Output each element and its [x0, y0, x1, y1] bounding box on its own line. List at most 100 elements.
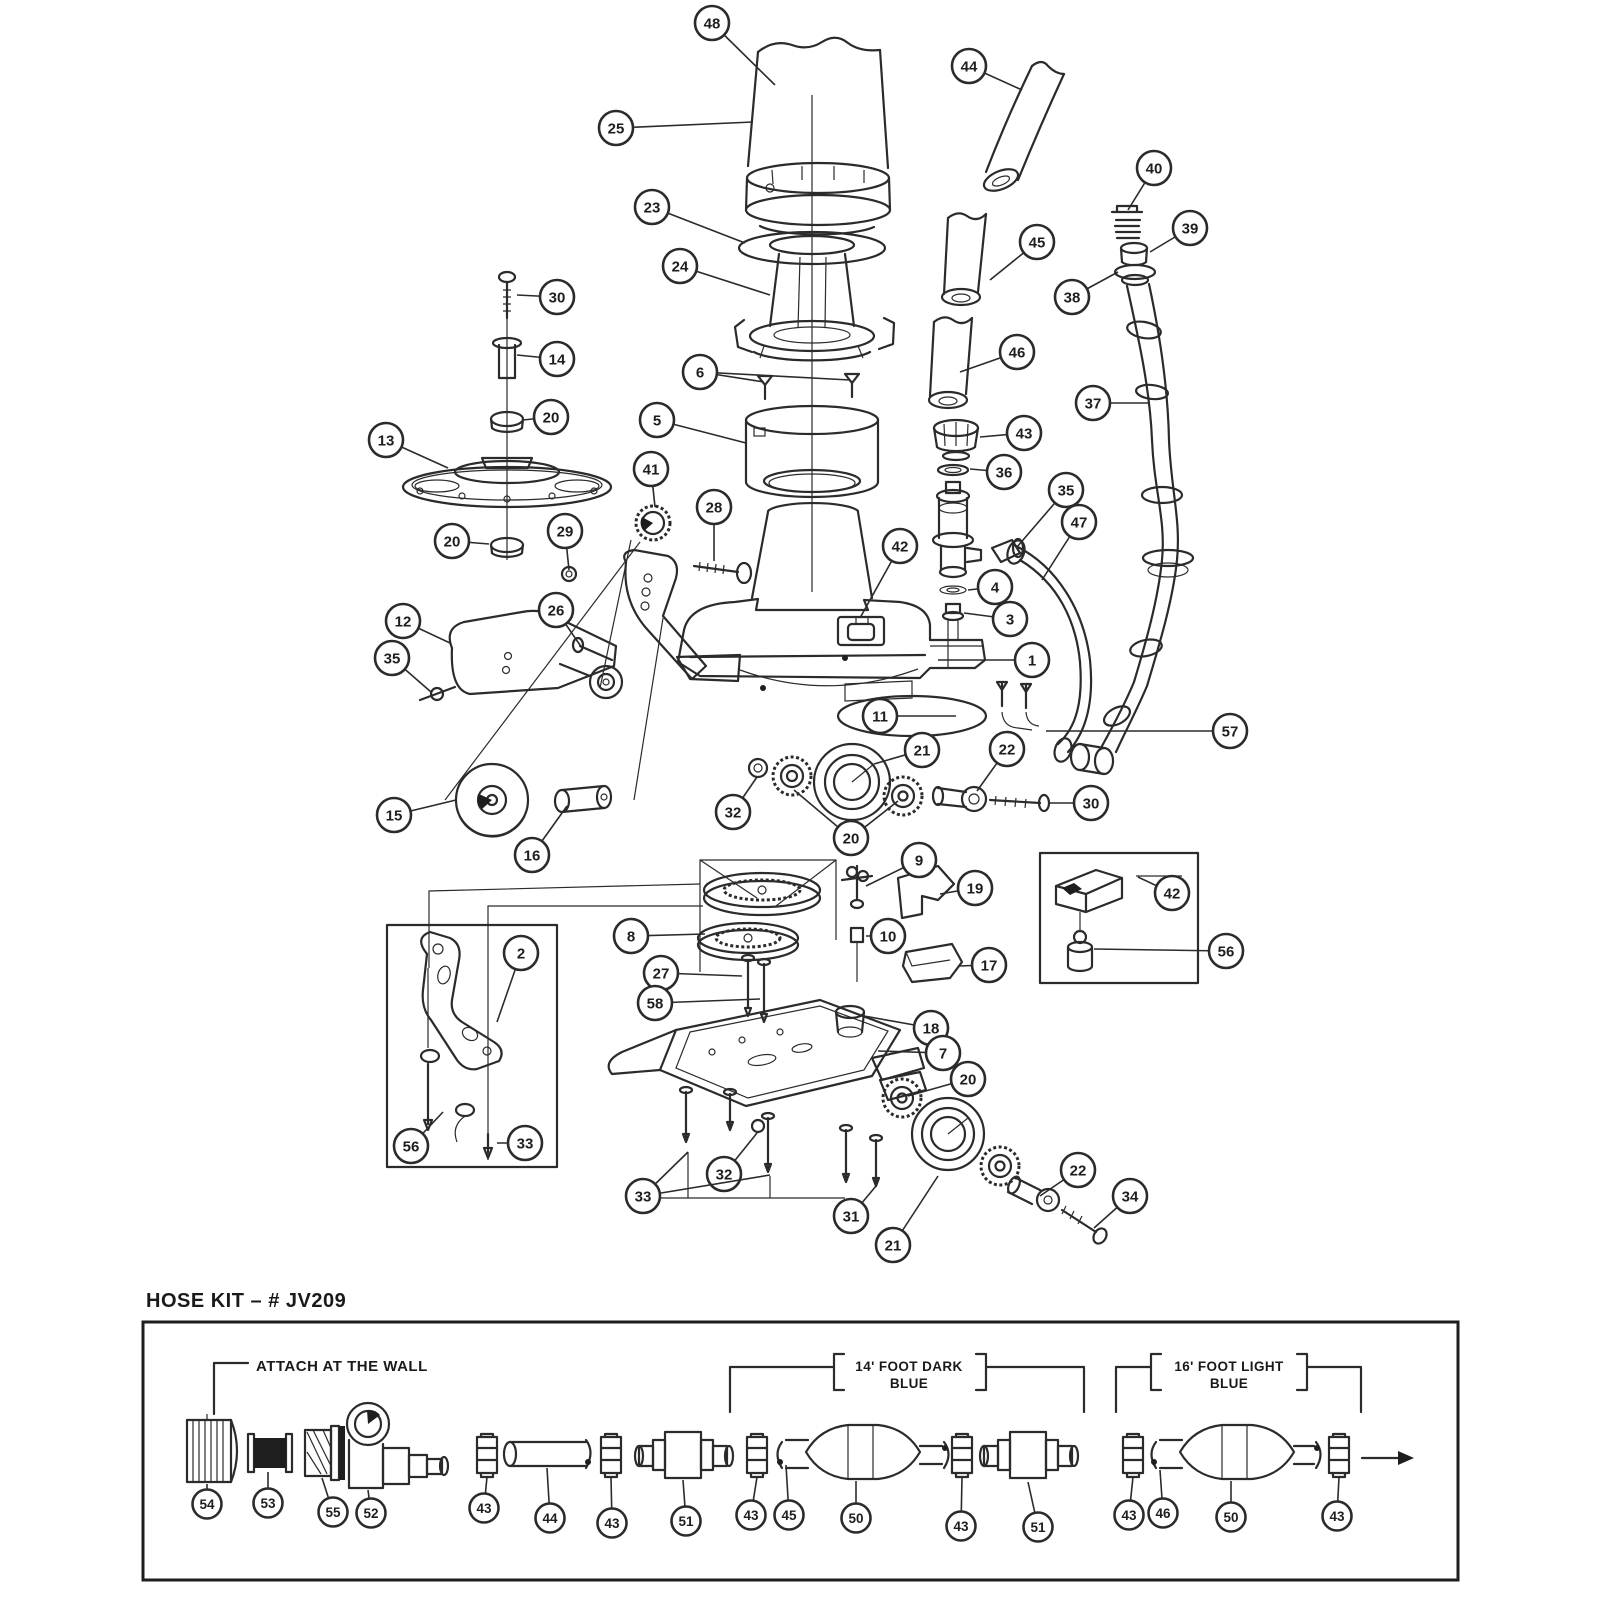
callout-number: 40 — [1146, 161, 1163, 178]
callout-number: 10 — [880, 929, 897, 946]
callout-number: 33 — [517, 1136, 534, 1153]
callout-44: 44 — [950, 47, 1023, 91]
callout-bubble — [670, 1505, 702, 1537]
callout-number: 30 — [549, 290, 566, 307]
callout-bubble — [970, 946, 1008, 984]
callout-42: 42 — [1137, 874, 1191, 912]
callout-23: 23 — [633, 188, 746, 244]
callout-12: 12 — [384, 602, 451, 644]
callout-50: 50 — [1215, 1481, 1247, 1533]
lower-bearing-set — [881, 1077, 1108, 1245]
callout-11: 11 — [861, 697, 956, 735]
callout-bubble — [832, 1197, 870, 1235]
callout-bubble — [949, 1060, 987, 1098]
callout-bubble — [1047, 471, 1085, 509]
callout-number: 34 — [1122, 1189, 1139, 1206]
callout-9: 9 — [865, 841, 938, 887]
callout-bubble — [534, 1502, 566, 1534]
callout-number: 15 — [386, 808, 403, 825]
callout-number: 17 — [981, 958, 998, 975]
callout-bubble — [924, 1034, 962, 1072]
callout-bubble — [468, 1492, 500, 1524]
callout-20: 20 — [433, 522, 490, 560]
callout-bubble — [1171, 209, 1209, 247]
callout-21: 21 — [874, 1175, 939, 1264]
callout-bubble — [355, 1497, 387, 1529]
hose-kit-parts — [185, 1401, 1414, 1490]
callout-bubble — [714, 793, 752, 831]
callout-number: 56 — [403, 1139, 420, 1156]
callout-bubble — [636, 984, 674, 1022]
callout-25: 25 — [597, 109, 754, 147]
main-body-assembly — [675, 597, 1040, 738]
callout-26: 26 — [537, 591, 583, 649]
dark-blue-label-line1: 14' FOOT DARK — [855, 1359, 962, 1374]
callout-bubble — [532, 398, 570, 436]
callout-number: 54 — [199, 1497, 215, 1512]
callout-44: 44 — [534, 1467, 566, 1534]
callout-43: 43 — [979, 414, 1043, 452]
callout-number: 21 — [885, 1238, 902, 1255]
callout-bubble — [632, 450, 670, 488]
callout-30: 30 — [1050, 784, 1110, 822]
callout-32: 32 — [714, 776, 758, 831]
callout-48: 48 — [693, 4, 776, 86]
callout-bubble — [392, 1127, 430, 1165]
callout-number: 22 — [999, 742, 1016, 759]
callout-bubble — [1059, 1151, 1097, 1189]
callout-6: 6 — [681, 353, 851, 391]
callout-20: 20 — [522, 398, 570, 436]
hose-kit-panel: HOSE KIT – # JV209 ATTACH AT THE WALL 14… — [141, 1290, 1460, 1582]
callout-51: 51 — [1022, 1481, 1054, 1543]
callout-number: 28 — [706, 500, 723, 517]
feed-hoses — [927, 60, 1066, 410]
callout-43: 43 — [596, 1476, 628, 1539]
callout-31: 31 — [832, 1185, 877, 1235]
callout-bubble — [1153, 874, 1191, 912]
callout-43: 43 — [945, 1476, 977, 1542]
callout-bubble — [832, 819, 870, 857]
callout-bubble — [840, 1502, 872, 1534]
callout-number: 8 — [627, 929, 635, 946]
callout-bubble — [695, 488, 733, 526]
callout-number: 51 — [1030, 1520, 1046, 1535]
callout-number: 32 — [716, 1167, 733, 1184]
callout-number: 57 — [1222, 724, 1239, 741]
callout-14: 14 — [516, 340, 576, 378]
callout-bubble — [612, 917, 650, 955]
callout-bubble — [861, 697, 899, 735]
callout-bubble — [252, 1487, 284, 1519]
callout-number: 38 — [1064, 290, 1081, 307]
callout-36: 36 — [969, 453, 1023, 491]
callout-number: 32 — [725, 805, 742, 822]
callout-bubble — [1215, 1501, 1247, 1533]
callout-number: 41 — [643, 462, 660, 479]
callout-number: 42 — [892, 539, 909, 556]
callout-54: 54 — [191, 1484, 223, 1520]
callout-bubble — [538, 278, 576, 316]
turbine-disc-assembly — [428, 859, 964, 1160]
callout-24: 24 — [661, 247, 771, 296]
callout-bubble — [1022, 1511, 1054, 1543]
callout-17: 17 — [957, 946, 1008, 984]
callout-number: 3 — [1006, 612, 1014, 629]
callout-number: 33 — [635, 1189, 652, 1206]
callout-number: 43 — [743, 1508, 759, 1523]
callout-43: 43 — [1113, 1476, 1145, 1531]
callout-number: 46 — [1155, 1506, 1171, 1521]
wall-leader-line — [212, 1361, 250, 1416]
callout-number: 19 — [967, 881, 984, 898]
callout-51: 51 — [670, 1479, 702, 1537]
callout-number: 43 — [1016, 426, 1033, 443]
callout-5: 5 — [638, 401, 747, 444]
callout-32: 32 — [705, 1132, 758, 1193]
callout-bubble — [956, 869, 994, 907]
callout-bubble — [384, 602, 422, 640]
callout-number: 11 — [872, 709, 888, 726]
callout-number: 43 — [1329, 1509, 1345, 1524]
callout-number: 20 — [843, 831, 860, 848]
callout-33: 33 — [497, 1124, 544, 1162]
callout-13: 13 — [367, 421, 449, 469]
